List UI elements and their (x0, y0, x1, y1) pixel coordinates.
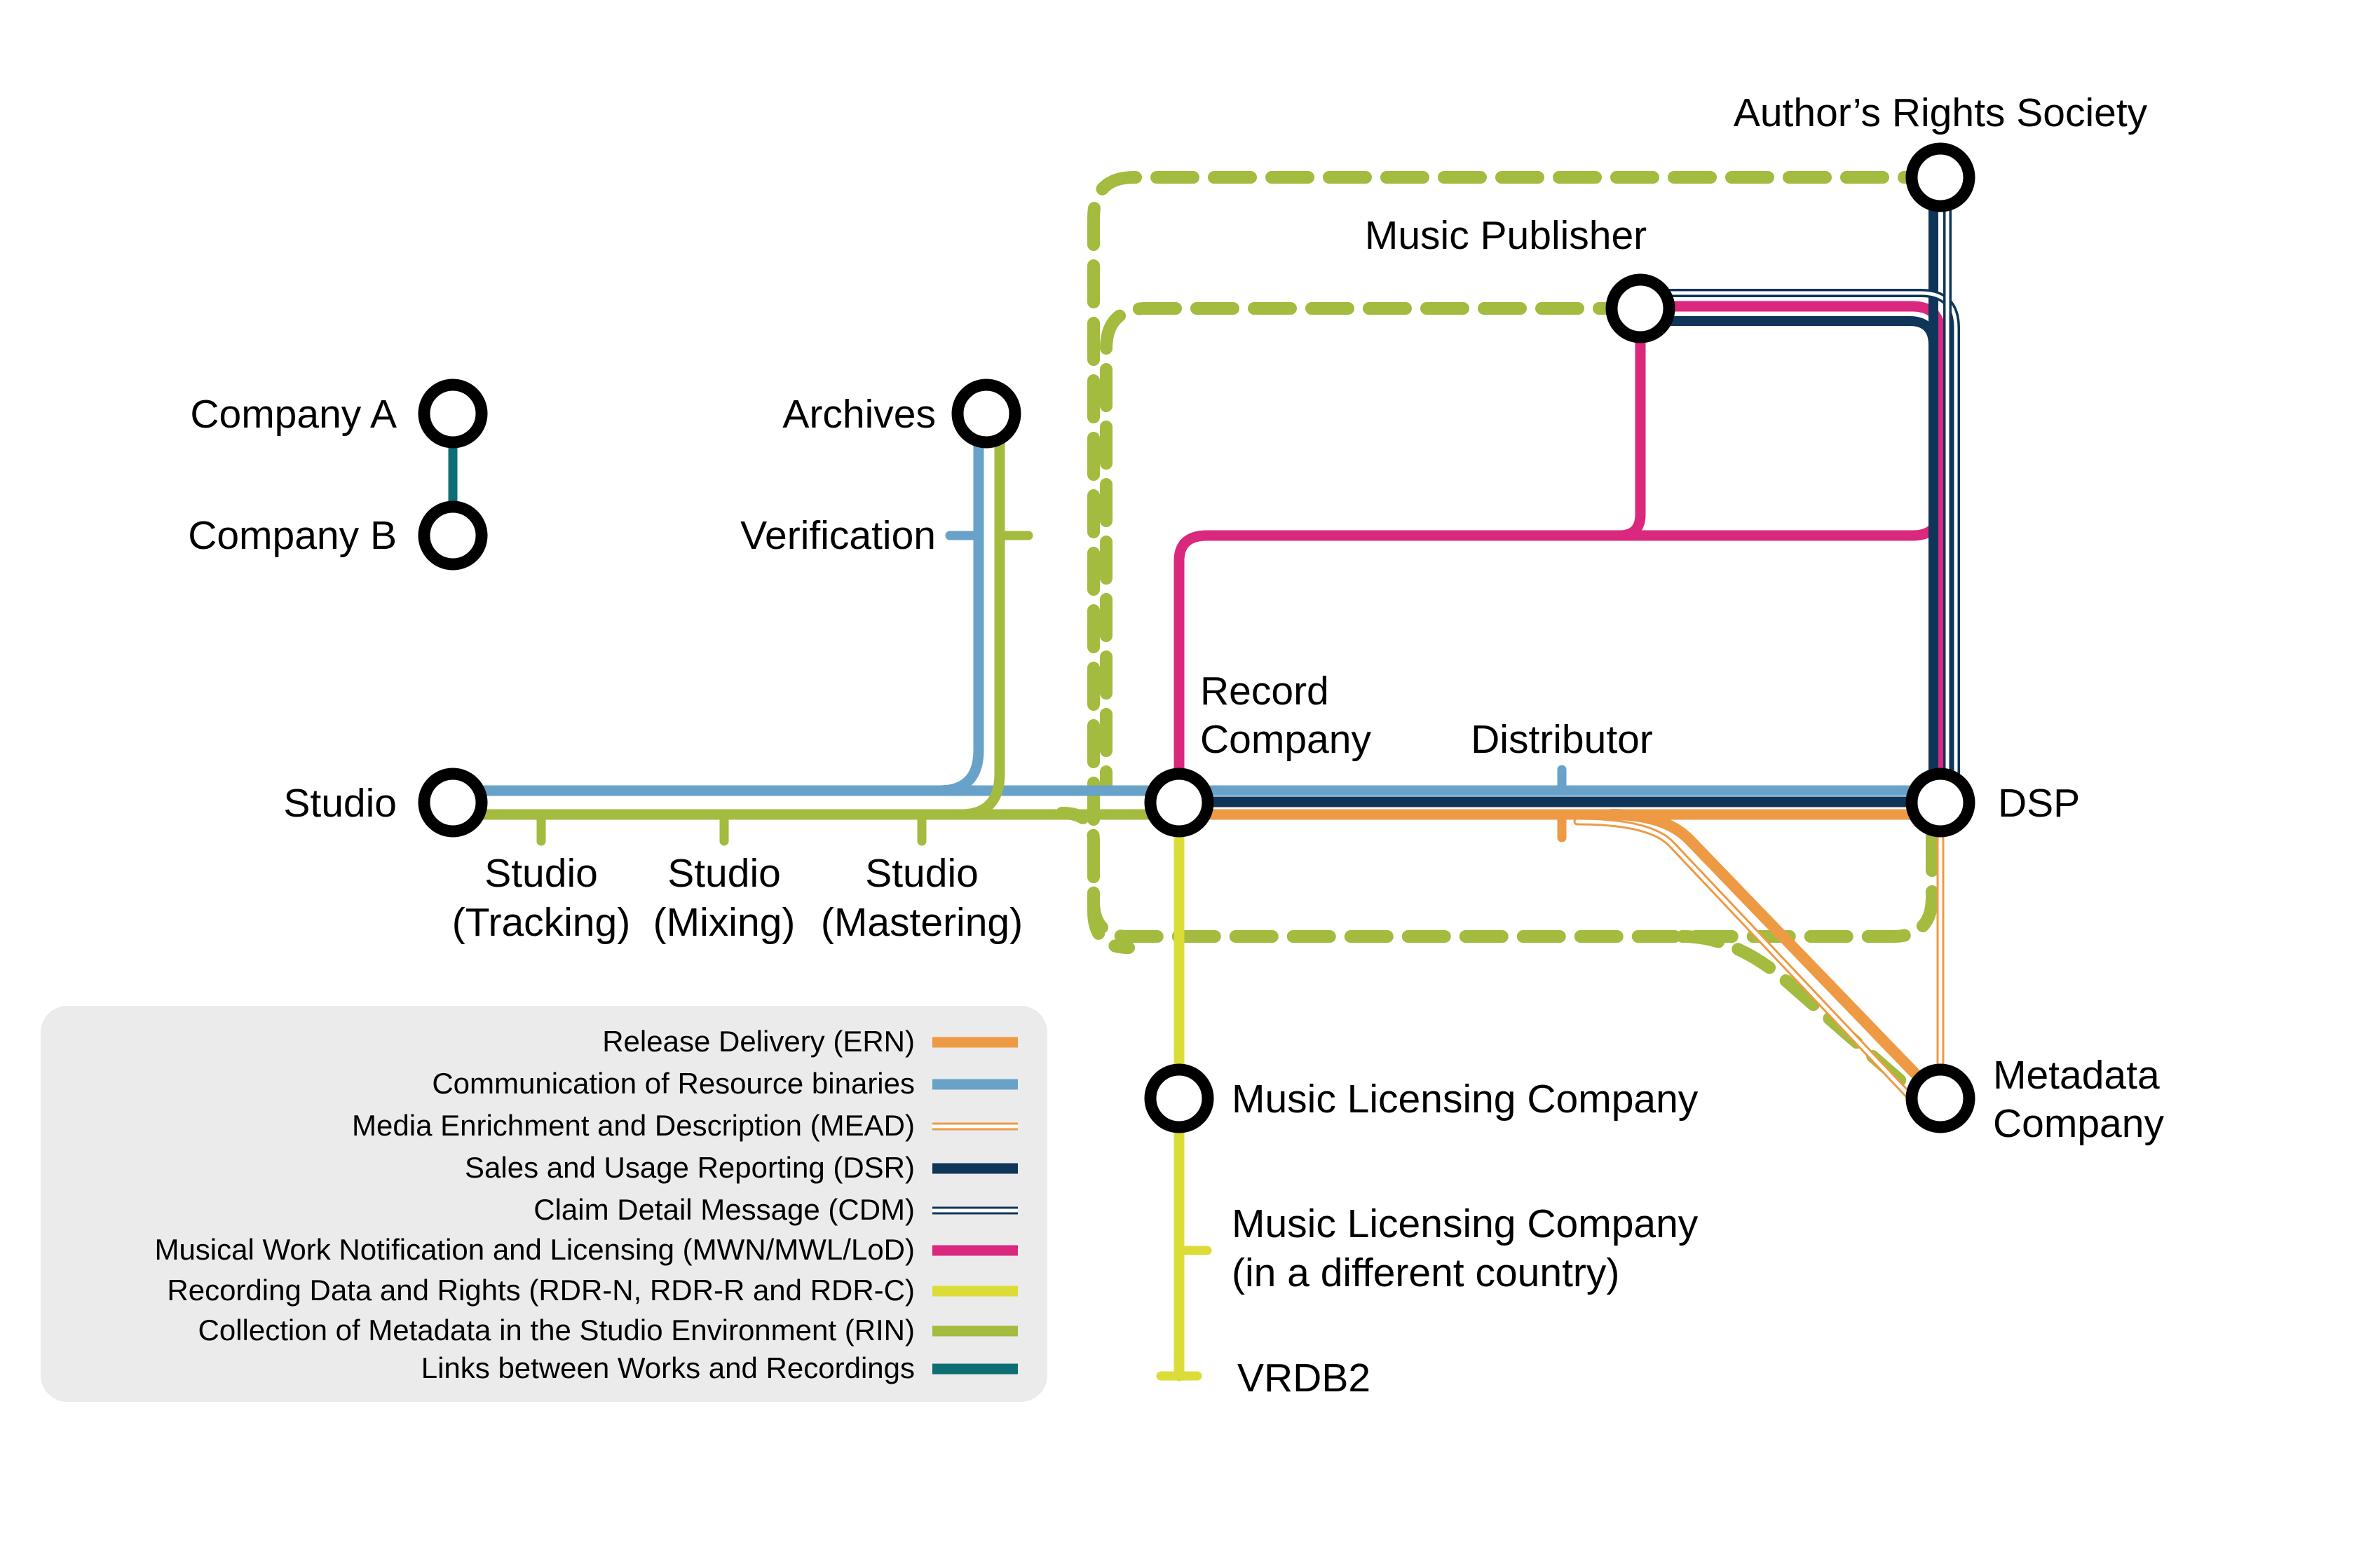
company-b-station[interactable] (418, 500, 488, 571)
legend-label: Release Delivery (ERN) (602, 1025, 915, 1058)
cdm-publisher-line-inner (1638, 291, 1958, 793)
metadata-company-label-line2: Company (1993, 1101, 2164, 1146)
metadata-company-label-line1: Metadata (1993, 1053, 2160, 1098)
archives-label: Archives (782, 392, 936, 437)
legend-item: Collection of Metadata in the Studio Env… (198, 1314, 1018, 1347)
studio-station[interactable] (418, 768, 488, 838)
stations-layer (418, 142, 1975, 1133)
legend: Release Delivery (ERN) Communication of … (154, 1025, 1018, 1384)
music-publisher-label: Music Publisher (1365, 213, 1647, 258)
archives-station[interactable] (951, 379, 1021, 449)
dsp-label: DSP (1998, 781, 2080, 826)
resource-binaries-archives-line (447, 409, 984, 796)
vrdb2-label: VRDB2 (1237, 1356, 1370, 1400)
node-labels-layer: Author’s Rights Society Music Publisher … (188, 90, 2164, 1400)
legend-label: Musical Work Notification and Licensing … (154, 1233, 915, 1266)
record-company-label-line2: Company (1200, 717, 1371, 762)
studio-tracking-label-line1: Studio (484, 851, 598, 896)
legend-item: Communication of Resource binaries (432, 1067, 1018, 1100)
studio-label: Studio (283, 781, 397, 826)
studio-mixing-label-line2: (Mixing) (653, 900, 796, 945)
studio-mastering-label-line1: Studio (865, 851, 979, 896)
authors-rights-society-station[interactable] (1905, 142, 1975, 212)
legend-label: Collection of Metadata in the Studio Env… (198, 1314, 916, 1347)
legend-label: Sales and Usage Reporting (DSR) (465, 1151, 915, 1184)
distributor-label: Distributor (1471, 717, 1653, 762)
legend-label: Media Enrichment and Description (MEAD) (352, 1109, 915, 1142)
music-licensing-foreign-label-line1: Music Licensing Company (1232, 1201, 1699, 1246)
legend-item: Media Enrichment and Description (MEAD) (352, 1109, 1018, 1142)
legend-item: Release Delivery (ERN) (602, 1025, 1018, 1058)
rin-dashed-metadata-line (1676, 930, 1927, 1105)
record-company-station[interactable] (1144, 768, 1214, 838)
music-licensing-foreign-label-line2: (in a different country) (1232, 1250, 1619, 1295)
metadata-company-station[interactable] (1905, 1063, 1975, 1133)
mwn-publisher-line (1614, 303, 1646, 541)
legend-label: Communication of Resource binaries (432, 1067, 915, 1100)
rin-dashed-publisher-line (1100, 302, 1642, 793)
company-a-station[interactable] (418, 379, 488, 449)
legend-item: Links between Works and Recordings (421, 1351, 1018, 1384)
legend-item: Sales and Usage Reporting (DSR) (465, 1151, 1018, 1184)
rin-archives-line (906, 409, 1005, 820)
legend-panel (41, 1006, 1047, 1402)
legend-label: Links between Works and Recordings (421, 1351, 915, 1384)
mwn-publisher-dsp-line (1635, 301, 1946, 796)
cdm-publisher-line (1636, 289, 1960, 795)
dsp-station[interactable] (1905, 768, 1975, 838)
rin-dashed-author-society-line (1087, 171, 1947, 954)
lines-layer (447, 171, 1960, 1382)
legend-label: Claim Detail Message (CDM) (533, 1193, 915, 1226)
legend-item: Recording Data and Rights (RDR-N, RDR-R … (167, 1274, 1018, 1307)
mead-distributor-metadata-line (1573, 817, 1914, 1101)
company-a-label: Company A (190, 392, 397, 437)
music-publisher-station[interactable] (1605, 273, 1675, 343)
legend-item: Musical Work Notification and Licensing … (154, 1233, 1018, 1266)
studio-mastering-label-line2: (Mastering) (821, 900, 1023, 945)
authors-rights-society-label: Author’s Rights Society (1734, 90, 2148, 135)
record-company-label-line1: Record (1200, 669, 1329, 714)
studio-mixing-label-line1: Studio (667, 851, 781, 896)
verification-label: Verification (740, 513, 936, 558)
legend-label: Recording Data and Rights (RDR-N, RDR-R … (167, 1274, 915, 1307)
music-licensing-company-station[interactable] (1144, 1063, 1214, 1133)
rin-dashed-dsp-line (1056, 807, 1938, 943)
legend-item: Claim Detail Message (CDM) (533, 1193, 1018, 1226)
mead-distributor-metadata-line-inner (1575, 819, 1912, 1099)
dsr-publisher-line (1635, 316, 1938, 790)
company-b-label: Company B (188, 513, 397, 558)
ern-metadata-line (1607, 809, 1926, 1085)
music-licensing-company-label: Music Licensing Company (1232, 1077, 1699, 1122)
studio-tracking-label-line2: (Tracking) (452, 900, 630, 945)
